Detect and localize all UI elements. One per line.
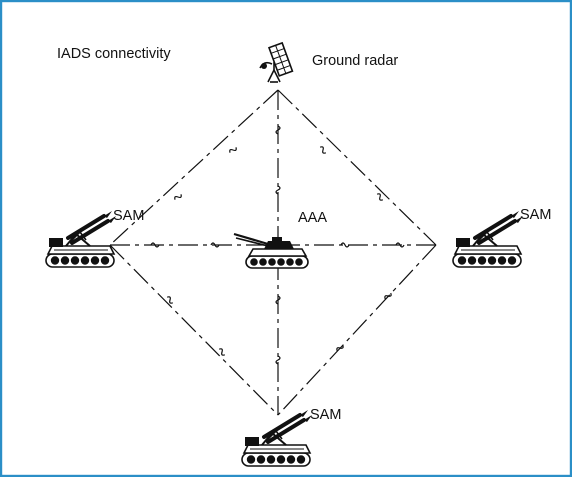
diagram-title: IADS connectivity [57,46,171,62]
link-sam-left-sam-bottom [109,244,279,416]
aaa-label: AAA [298,210,327,226]
radar-dish-icon [259,42,294,83]
link-radar-sam-left [109,89,279,246]
sam-right-label: SAM [520,207,551,223]
link-sam-right-sam-bottom [277,244,437,416]
link-radar-sam-right [277,89,437,246]
sam-launcher-icon-right [451,209,525,269]
sam-bottom-label: SAM [310,407,341,423]
radar-label: Ground radar [312,53,398,69]
sam-launcher-icon-bottom [240,408,314,468]
sam-launcher-icon-left [44,209,118,269]
aaa-tank-icon [232,232,310,270]
sam-left-label: SAM [113,208,144,224]
